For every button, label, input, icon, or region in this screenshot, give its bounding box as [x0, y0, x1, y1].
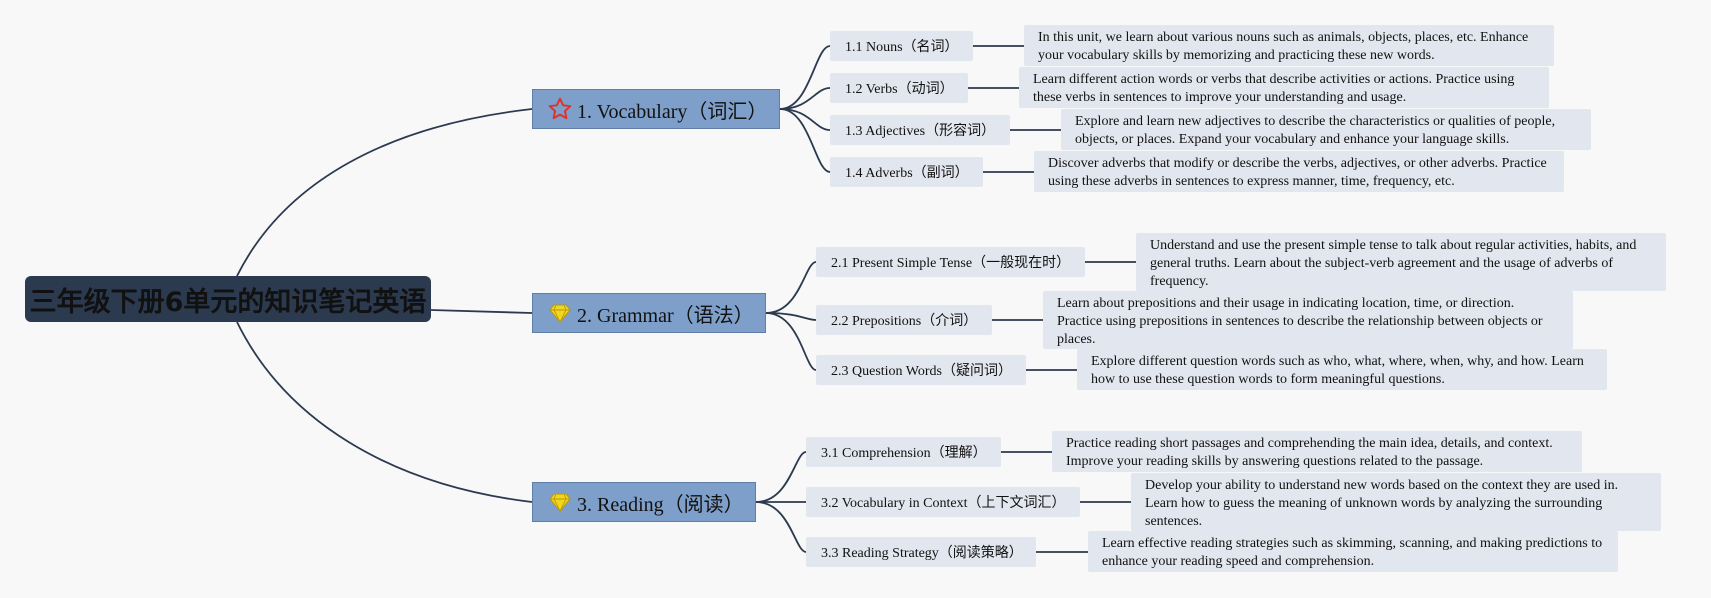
topic-verbs[interactable]: 1.2 Verbs（动词）: [830, 73, 968, 103]
topic-vocabulary-in-context[interactable]: 3.2 Vocabulary in Context（上下文词汇）: [806, 487, 1080, 517]
note-adverbs: Discover adverbs that modify or describe…: [1034, 151, 1564, 192]
root-topic[interactable]: 三年级下册6单元的知识笔记英语: [25, 276, 431, 322]
note-comprehension: Practice reading short passages and comp…: [1052, 431, 1582, 472]
topic-comprehension[interactable]: 3.1 Comprehension（理解）: [806, 437, 1001, 467]
diamond-icon: [547, 489, 573, 515]
star-icon: [547, 96, 573, 122]
note-vocabulary-in-context: Develop your ability to understand new w…: [1131, 473, 1661, 531]
note-nouns: In this unit, we learn about various nou…: [1024, 25, 1554, 66]
connector-root-vocabulary: [236, 108, 533, 277]
connector-root-reading: [236, 321, 533, 503]
diamond-icon: [547, 300, 573, 326]
topic-reading-strategy[interactable]: 3.3 Reading Strategy（阅读策略）: [806, 537, 1036, 567]
note-adjectives: Explore and learn new adjectives to desc…: [1061, 109, 1591, 150]
topic-present-simple[interactable]: 2.1 Present Simple Tense（一般现在时）: [816, 247, 1085, 277]
branch-grammar[interactable]: 2. Grammar（语法）: [532, 293, 766, 333]
note-question-words: Explore different question words such as…: [1077, 349, 1607, 390]
topic-prepositions[interactable]: 2.2 Prepositions（介词）: [816, 305, 992, 335]
note-reading-strategy: Learn effective reading strategies such …: [1088, 531, 1618, 572]
topic-adjectives[interactable]: 1.3 Adjectives（形容词）: [830, 115, 1010, 145]
note-verbs: Learn different action words or verbs th…: [1019, 67, 1549, 108]
branch-label: 1. Vocabulary（词汇）: [577, 100, 768, 123]
topic-adverbs[interactable]: 1.4 Adverbs（副词）: [830, 157, 983, 187]
branch-label: 3. Reading（阅读）: [577, 493, 744, 516]
branch-vocabulary[interactable]: 1. Vocabulary（词汇）: [532, 89, 780, 129]
topic-question-words[interactable]: 2.3 Question Words（疑问词）: [816, 355, 1026, 385]
note-present-simple: Understand and use the present simple te…: [1136, 233, 1666, 291]
note-prepositions: Learn about prepositions and their usage…: [1043, 291, 1573, 349]
branch-label: 2. Grammar（语法）: [577, 304, 754, 327]
branch-reading[interactable]: 3. Reading（阅读）: [532, 482, 756, 522]
connector-root-grammar: [430, 309, 533, 314]
topic-nouns[interactable]: 1.1 Nouns（名词）: [830, 31, 973, 61]
